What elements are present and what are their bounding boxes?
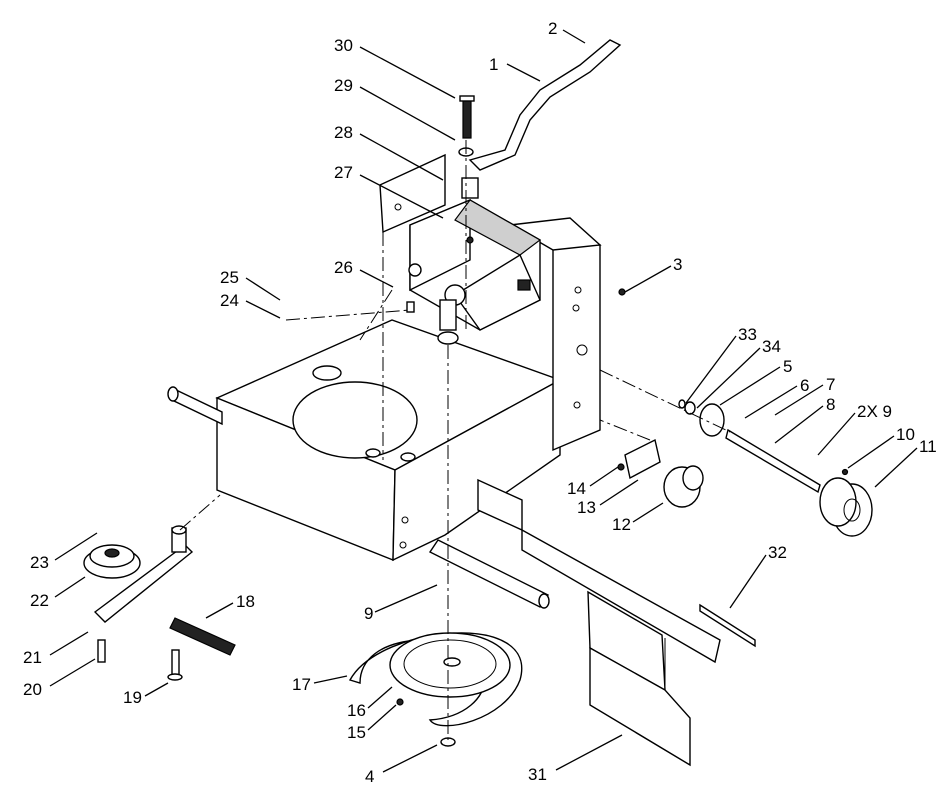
callout-label: 7 (826, 375, 835, 394)
callout-label: 16 (347, 701, 366, 720)
callout-label: 4 (365, 767, 374, 786)
callout-leader-line (359, 174, 444, 219)
callout-label: 28 (334, 123, 353, 142)
callout-label: 29 (334, 76, 353, 95)
callout-leader-line (144, 682, 169, 697)
callout-label: 12 (612, 515, 631, 534)
callout-label: 23 (30, 553, 49, 572)
callout-leader-line (696, 347, 761, 409)
callout-leader-line (54, 576, 86, 598)
callout-leader-line (774, 384, 824, 416)
callout-leader-line (359, 269, 394, 288)
callout-label: 25 (220, 268, 239, 287)
transmission-gearbox (408, 198, 542, 345)
callout-label: 19 (123, 688, 142, 707)
callout-label: 11 (919, 437, 937, 456)
callout-label: 20 (23, 680, 42, 699)
callout-leader-line (245, 300, 281, 319)
callout-leader-line (589, 466, 619, 487)
callout-label: 2 (548, 19, 557, 38)
callout-label: 33 (738, 325, 757, 344)
callout-label: 18 (236, 592, 255, 611)
callout-leader-line (374, 584, 438, 613)
callout-label: 3 (673, 255, 682, 274)
callout-label: 31 (528, 765, 547, 784)
callout-leader-line (874, 447, 918, 488)
callout-leader-line (599, 479, 639, 506)
callout-label: 30 (334, 36, 353, 55)
callout-label: 14 (567, 479, 586, 498)
idler-arm-assembly (83, 525, 236, 681)
chassis-frame (167, 153, 602, 562)
callout-leader-line (729, 554, 767, 609)
callout-leader-line (817, 412, 856, 456)
callout-leader-line (49, 658, 96, 687)
callout-label: 13 (577, 498, 596, 517)
callout-leader-line (624, 265, 672, 293)
callout-leader-line (367, 686, 393, 709)
callout-leader-line (245, 277, 281, 301)
callout-label: 2X 9 (857, 402, 892, 421)
belt-and-pulley (348, 632, 523, 747)
callout-leader-line (555, 734, 623, 771)
callout-leader-line (313, 675, 348, 684)
callout-leader-line (205, 602, 234, 619)
callout-leader-line (632, 502, 664, 523)
shift-lever (458, 39, 622, 199)
callout-label: 9 (364, 604, 373, 623)
callout-leader-line (744, 385, 798, 419)
callout-leader-line (382, 744, 438, 773)
callout-leader-line (506, 63, 541, 82)
callout-label: 27 (334, 163, 353, 182)
callout-label: 24 (220, 291, 239, 310)
callout-leader-line (774, 405, 824, 444)
callout-leader-line (367, 704, 397, 731)
callout-leader-line (562, 29, 586, 44)
callout-leader-line (847, 435, 895, 469)
callout-leader-line (359, 46, 456, 99)
drive-shaft-assembly (618, 288, 873, 537)
callout-label: 34 (762, 337, 781, 356)
callout-leader-line (359, 86, 456, 141)
callout-label: 17 (292, 675, 311, 694)
callout-label: 5 (783, 357, 792, 376)
rear-axle-assembly (428, 478, 756, 767)
callout-leader-line (685, 335, 737, 404)
callout-leader-line (719, 366, 781, 406)
callout-label: 15 (347, 723, 366, 742)
callout-label: 22 (30, 591, 49, 610)
coupling-assembly (617, 438, 704, 508)
callout-label: 1 (489, 55, 498, 74)
callout-leader-line (54, 532, 98, 561)
callout-leader-line (49, 631, 89, 656)
callout-label: 8 (826, 395, 835, 414)
callout-label: 21 (23, 648, 42, 667)
callout-label: 26 (334, 258, 353, 277)
assembly-centerlines (179, 140, 731, 740)
callout-leader-line (359, 133, 444, 181)
callout-label: 6 (800, 376, 809, 395)
callout-label: 32 (768, 543, 787, 562)
callout-label: 10 (896, 425, 915, 444)
